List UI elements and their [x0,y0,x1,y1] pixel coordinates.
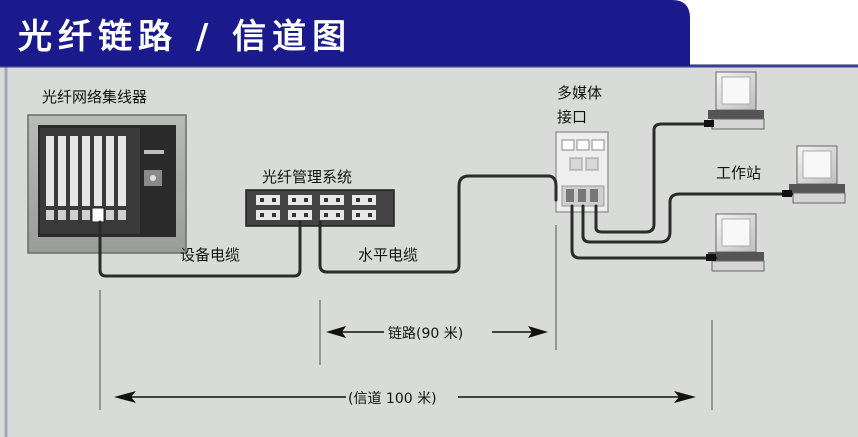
horizontal-cable-label: 水平电缆 [358,246,418,264]
workstation-1 [708,71,765,130]
title-banner [0,0,690,66]
equipment-cable [98,220,302,278]
workstation-2 [789,145,846,204]
workstation-label: 工作站 [716,164,761,182]
reference-lines [99,225,713,410]
channel-length-label: (信道 100 米) [348,391,437,407]
mmo-label-line2: 接口 [557,108,587,126]
horizontal-cable [318,174,558,274]
equipment-cable-label: 设备电缆 [180,246,240,264]
page-title: 光纤链路 / 信道图 [18,17,352,57]
fiber-hub [27,114,187,254]
mmo-label-line1: 多媒体 [557,84,602,102]
outlet-cable-2 [581,192,794,244]
outlet-cable-1 [594,122,712,234]
link-dimension-arrow [326,326,548,338]
channel-dimension-arrow [114,391,696,403]
patch-panel-label: 光纤管理系统 [262,168,352,186]
cable-connectors [704,120,792,261]
multimedia-outlet [555,131,609,213]
hub-label: 光纤网络集线器 [42,88,147,106]
link-length-label: 链路(90 米) [388,326,463,342]
workstation-3 [708,213,765,272]
